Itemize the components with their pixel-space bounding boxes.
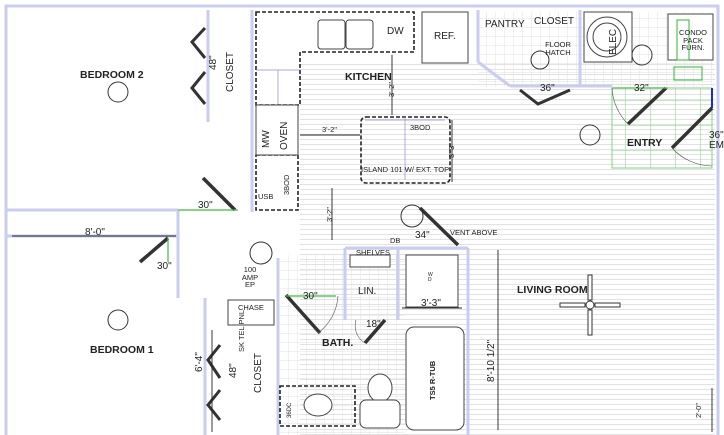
island-label: ISLAND 101 W/ EXT. TOP: [361, 165, 450, 174]
dim-lin-door: 18": [366, 319, 381, 330]
electrical-panel-label: 100 AMP EP: [241, 265, 259, 289]
entry-grid: [611, 87, 713, 169]
dim-island-depth: 3'-3": [447, 143, 456, 158]
dim-bed1-door: 30": [157, 261, 172, 272]
dim-laundry-door: 34": [415, 230, 430, 241]
base-cabinet-label: 3BOD: [282, 174, 291, 195]
room-closet-bed2: CLOSET: [225, 51, 236, 92]
room-bedroom-2: BEDROOM 2: [80, 69, 144, 81]
floor-hatch-label: FLOOR HATCH: [545, 40, 571, 57]
room-living: LIVING ROOM: [517, 284, 588, 296]
room-bath: BATH.: [322, 337, 354, 349]
island-cabinet-label: 3BOD: [410, 123, 431, 132]
dim-window: 2'-0": [694, 403, 703, 418]
shelves-label: SHELVES: [356, 248, 391, 257]
condo-pack-label: CONDO PACK FURN.: [679, 28, 707, 52]
tub-label: TS5 R-TUB: [428, 360, 437, 400]
doors: [138, 86, 714, 345]
db-label: DB: [390, 236, 401, 245]
dim-bed1-depth: 6'-4": [194, 352, 205, 372]
dim-island-clear: 3'-2": [325, 207, 334, 222]
dim-wd-width: 3'-3": [421, 298, 441, 309]
washer-dryer-label: W D: [428, 272, 433, 283]
refrigerator-label: REF.: [434, 31, 456, 42]
light-fixtures: [107, 44, 653, 331]
room-linen: LIN.: [358, 286, 377, 297]
dishwasher-label: DW: [387, 26, 404, 37]
oven-label: OVEN: [279, 121, 290, 150]
room-entry: ENTRY: [627, 137, 663, 149]
room-kitchen: KITCHEN: [345, 71, 392, 83]
dim-ext-door: 36" EM: [709, 130, 724, 151]
room-closet-top: CLOSET: [534, 16, 575, 27]
dim-closet-door: 36": [540, 83, 555, 94]
ceiling-fan-icon: [559, 274, 621, 336]
dim-hall-door: 30": [198, 200, 213, 211]
room-chase: CHASE: [238, 303, 264, 312]
dim-bath-door: 30": [303, 291, 318, 302]
microwave-label: MW: [261, 130, 272, 148]
dim-bed1-closet: 48": [228, 363, 239, 378]
dim-bed2-closet: 48": [208, 55, 219, 70]
dim-bed1-width: 8'-0": [85, 227, 105, 238]
electrical-label: ELEC: [608, 28, 619, 55]
walls: [4, 4, 720, 435]
vent-above-label: VENT ABOVE: [450, 228, 498, 237]
dimension-lines: [12, 55, 713, 432]
dim-oven-clear: 3'-2": [322, 125, 337, 134]
dim-kitchen-aisle: 3'-2": [387, 82, 396, 97]
vanity-label: 36DC: [287, 402, 293, 418]
dim-entry-door: 32": [634, 83, 649, 94]
closet-doors: [190, 26, 571, 421]
room-closet-bed1: CLOSET: [253, 352, 264, 393]
dim-bath-depth: 8'-10 1/2": [486, 339, 497, 382]
room-pantry: PANTRY: [485, 19, 525, 30]
room-bedroom-1: BEDROOM 1: [90, 344, 154, 356]
usb-label: USB: [258, 192, 274, 201]
sk-tel-pnl-label: SK TEL PNL: [237, 309, 246, 352]
